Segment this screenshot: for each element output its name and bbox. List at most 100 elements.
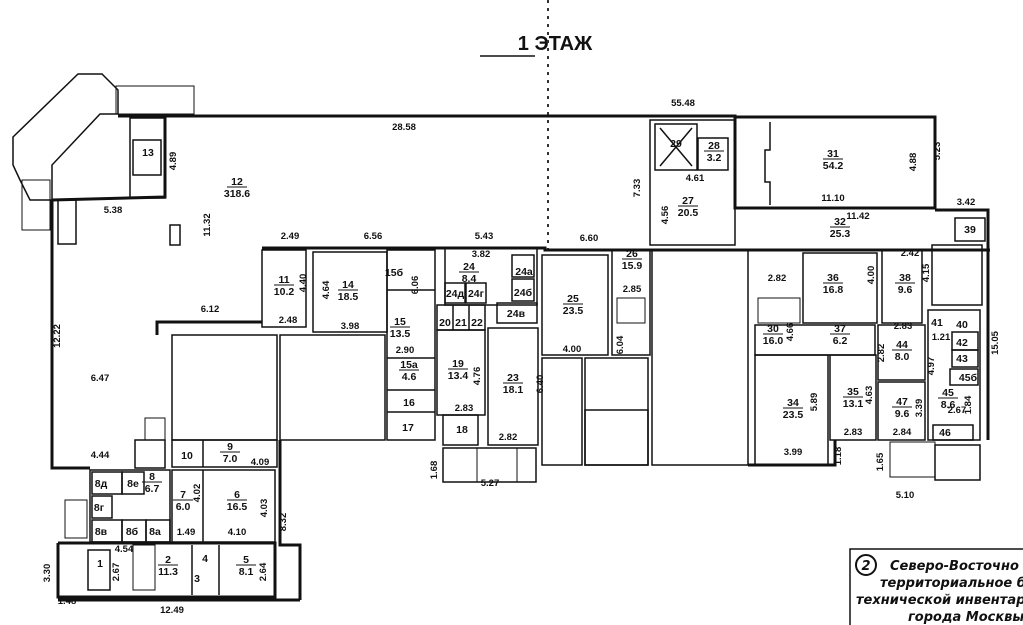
- room-number: 15: [394, 316, 406, 328]
- room-number: 20: [439, 317, 451, 329]
- dimension-label: 6.06: [410, 276, 421, 295]
- room-number: 13: [142, 147, 154, 159]
- room-number: 8а: [149, 526, 161, 538]
- dimension-label: 8.32: [278, 513, 289, 532]
- room-area: 4.6: [402, 371, 417, 383]
- room-area: 9.6: [898, 284, 913, 296]
- room-number: 24: [463, 261, 475, 273]
- dimension-label: 5.43: [475, 231, 494, 242]
- room-number: 8в: [95, 526, 108, 538]
- room-number: 29: [670, 138, 682, 150]
- dimension-label: 4.10: [228, 527, 247, 538]
- dimension-label: 5.23: [932, 142, 943, 161]
- room-number: 21: [455, 317, 467, 329]
- room-number: 26: [626, 248, 638, 260]
- room-number: 37: [834, 323, 846, 335]
- dimension-label: 1.68: [429, 461, 440, 480]
- room-number: 45б: [959, 372, 978, 384]
- dimension-label: 4.40: [298, 274, 309, 293]
- dimension-label: 28.58: [392, 122, 416, 133]
- room-number: 25: [567, 293, 579, 305]
- dimension-label: 1.48: [58, 596, 77, 607]
- room-number: 15а: [400, 359, 418, 371]
- dimension-label: 2.82: [876, 344, 887, 363]
- room-number: 4: [202, 553, 208, 565]
- room-area: 16.0: [763, 335, 784, 347]
- dimension-label: 2.49: [281, 231, 300, 242]
- room-area: 54.2: [823, 160, 844, 172]
- room-number: 2: [165, 554, 171, 566]
- dimension-label: 4.02: [192, 484, 203, 503]
- room-number: 24д: [446, 288, 465, 300]
- room-number: 18: [456, 424, 468, 436]
- dimension-label: 4.09: [251, 457, 270, 468]
- dimension-label: 4.63: [864, 386, 875, 405]
- walls: [12, 73, 990, 602]
- room-area: 15.9: [622, 260, 643, 272]
- dimension-label: 55.48: [671, 98, 695, 109]
- dimension-label: 4.61: [686, 173, 705, 184]
- dimension-label: 4.56: [660, 206, 671, 225]
- stamp-circle: [855, 554, 877, 576]
- room-number: 24а: [515, 266, 533, 278]
- room-area: 13.5: [390, 328, 411, 340]
- dimension-label: 2.83: [455, 403, 474, 414]
- dimension-label: 2.83: [844, 427, 863, 438]
- room-area: 16.8: [823, 284, 844, 296]
- room-area: 25.3: [830, 228, 851, 240]
- dimension-label: 2.82: [768, 273, 787, 284]
- room-number: 12: [231, 176, 243, 188]
- room-area: 8.4: [462, 273, 477, 285]
- room-number: 42: [956, 337, 968, 349]
- dimension-label: 7.33: [632, 179, 643, 198]
- dimension-label: 1.18: [833, 447, 844, 466]
- room-number: 23: [507, 372, 519, 384]
- room-area: 7.0: [223, 453, 238, 465]
- room-number: 19: [452, 358, 464, 370]
- dimension-label: 4.54: [115, 544, 134, 555]
- dimension-label: 3.99: [784, 447, 803, 458]
- dimension-label: 4.64: [321, 280, 332, 299]
- dimension-label: 4.76: [472, 367, 483, 386]
- dimension-label: 4.00: [866, 266, 877, 285]
- room-area: 13.1: [843, 398, 864, 410]
- room-number: 16: [403, 397, 415, 409]
- dimension-label: 2.67: [948, 405, 967, 416]
- dimension-label: 2.48: [279, 315, 298, 326]
- room-number: 39: [964, 224, 976, 236]
- dimension-label: 2.84: [893, 427, 912, 438]
- room-number: 24б: [514, 287, 533, 299]
- room-area: 10.2: [274, 286, 295, 298]
- floor-title: 1 ЭТАЖ: [518, 33, 593, 55]
- room-area: 6.2: [833, 335, 848, 347]
- dimension-label: 3.42: [957, 197, 976, 208]
- room-number: 5: [243, 554, 249, 566]
- room-number: 3: [194, 573, 200, 585]
- dimension-label: 6.60: [580, 233, 599, 244]
- room-number: 9: [227, 441, 233, 453]
- stamp-line-3: технической инвентар: [856, 593, 1023, 608]
- dimension-label: 5.89: [809, 393, 820, 412]
- dimension-label: 5.38: [104, 205, 123, 216]
- dimension-label: 1.49: [177, 527, 196, 538]
- room-area: 318.6: [224, 188, 250, 200]
- dimension-label: 2.67: [111, 563, 122, 582]
- stamp-line-2: территориальное б: [880, 576, 1023, 591]
- room-number: 8б: [126, 526, 139, 538]
- room-area: 20.5: [678, 207, 699, 219]
- room-number: 30: [767, 323, 779, 335]
- room-area: 13.4: [448, 370, 469, 382]
- dimension-label: 2.64: [258, 562, 269, 581]
- room-number: 1: [97, 558, 103, 570]
- room-number: 36: [827, 272, 839, 284]
- dimension-label: 4.66: [785, 323, 796, 342]
- room-number: 8д: [95, 478, 108, 490]
- room-area: 6.7: [145, 483, 160, 495]
- room-area: 8.0: [895, 351, 910, 363]
- room-number: 8: [149, 471, 155, 483]
- room-number: 10: [181, 450, 193, 462]
- dimension-label: 11.32: [202, 213, 213, 236]
- dimension-label: 6.47: [91, 373, 110, 384]
- room-area: 9.6: [895, 408, 910, 420]
- dimension-label: 1.21: [932, 332, 951, 343]
